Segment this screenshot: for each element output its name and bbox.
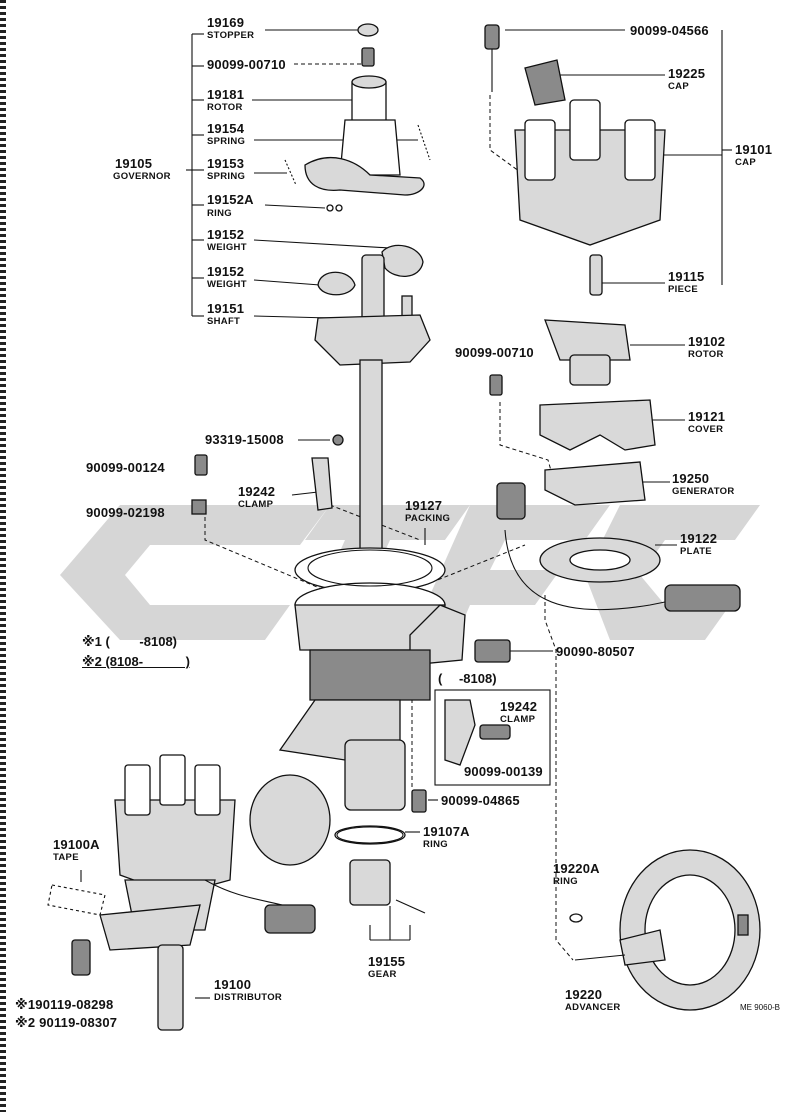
- advancer: [569, 849, 761, 1011]
- label-19155-name: GEAR: [368, 969, 397, 980]
- label-19101-num: 19101: [735, 142, 773, 157]
- distributor-bolt-1: ※190119-08298: [15, 997, 114, 1012]
- label-19220-num: 19220: [565, 987, 603, 1002]
- label-19107A-name: RING: [423, 839, 448, 850]
- label-19242-b-num: 19242: [500, 699, 538, 714]
- label-90099-00710-top: 90099-00710: [207, 57, 286, 72]
- label-19154-name: SPRING: [207, 136, 246, 147]
- label-19152-a-name: WEIGHT: [207, 242, 247, 253]
- label-19115-name: PIECE: [668, 284, 699, 295]
- label-19107A-num: 19107A: [423, 824, 470, 839]
- label-19153-name: SPRING: [207, 171, 246, 182]
- ignition-parts: [489, 319, 741, 612]
- label-19152-b-name: WEIGHT: [207, 279, 247, 290]
- label-19105-name: GOVERNOR: [113, 171, 171, 182]
- label-19225-name: CAP: [668, 81, 689, 92]
- label-19242-a-num: 19242: [238, 484, 276, 499]
- inset-box: [336, 639, 551, 844]
- label-90099-00139: 90099-00139: [464, 764, 543, 779]
- label-19122-name: PLATE: [680, 546, 712, 557]
- label-19152-a-num: 19152: [207, 227, 245, 242]
- label-19100-name: DISTRIBUTOR: [214, 992, 283, 1003]
- label-90099-02198: 90099-02198: [86, 505, 165, 520]
- label-19151-num: 19151: [207, 301, 245, 316]
- label-19121-num: 19121: [688, 409, 726, 424]
- label-90099-00710-mid: 90099-00710: [455, 345, 534, 360]
- label-90099-00124: 90099-00124: [86, 460, 165, 475]
- label-19152A-num: 19152A: [207, 192, 254, 207]
- label-19220-name: ADVANCER: [565, 1002, 621, 1013]
- label-19101-name: CAP: [735, 157, 756, 168]
- label-19242-b-name: CLAMP: [500, 714, 536, 725]
- figure-code: ME 9060-B: [740, 1003, 781, 1012]
- label-19102-name: ROTOR: [688, 349, 724, 360]
- label-19152-b-num: 19152: [207, 264, 245, 279]
- label-19122-num: 19122: [680, 531, 718, 546]
- leader-lines: [80, 29, 732, 999]
- label-19181-num: 19181: [207, 87, 245, 102]
- left-parts: [191, 434, 433, 587]
- distributor-bolt-2: ※2 90119-08307: [15, 1015, 118, 1030]
- label-19225-num: 19225: [668, 66, 706, 81]
- label-19121-name: COVER: [688, 424, 724, 435]
- note-1: ※1 ( -8108): [82, 634, 177, 649]
- label-19100A-name: TAPE: [53, 852, 79, 863]
- label-19127-num: 19127: [405, 498, 443, 513]
- label-93319-15008: 93319-15008: [205, 432, 284, 447]
- label-19169-name: STOPPER: [207, 30, 255, 41]
- label-19220A-name: RING: [553, 876, 578, 887]
- label-19242-a-name: CLAMP: [238, 499, 274, 510]
- label-19250-num: 19250: [672, 471, 710, 486]
- label-19154-num: 19154: [207, 121, 245, 136]
- label-19155-num: 19155: [368, 954, 406, 969]
- label-19105-num: 19105: [115, 156, 153, 171]
- governor-bracket: [186, 33, 204, 317]
- housing: [278, 547, 466, 914]
- label-19153-num: 19153: [207, 156, 245, 171]
- tape-strip: [47, 884, 106, 976]
- inset-note: ( -8108): [438, 671, 497, 686]
- note-2: ※2 (8108- ): [82, 654, 190, 669]
- label-90099-04566: 90099-04566: [630, 23, 709, 38]
- label-19181-name: ROTOR: [207, 102, 243, 113]
- label-90099-04865: 90099-04865: [441, 793, 520, 808]
- label-19100-num: 19100: [214, 977, 252, 992]
- label-19115-num: 19115: [668, 269, 705, 284]
- distributor-assembly: [99, 754, 331, 1031]
- label-19169-num: 19169: [207, 15, 245, 30]
- label-19102-num: 19102: [688, 334, 726, 349]
- label-19220A-num: 19220A: [553, 861, 600, 876]
- label-19151-name: SHAFT: [207, 316, 241, 327]
- label-19100A-num: 19100A: [53, 837, 100, 852]
- cap-assembly: [484, 24, 666, 296]
- label-19152A-name: RING: [207, 208, 232, 219]
- label-19127-name: PACKING: [405, 513, 451, 524]
- label-90090-80507: 90090-80507: [556, 644, 635, 659]
- governor-parts: [284, 23, 431, 586]
- label-19250-name: GENERATOR: [672, 486, 735, 497]
